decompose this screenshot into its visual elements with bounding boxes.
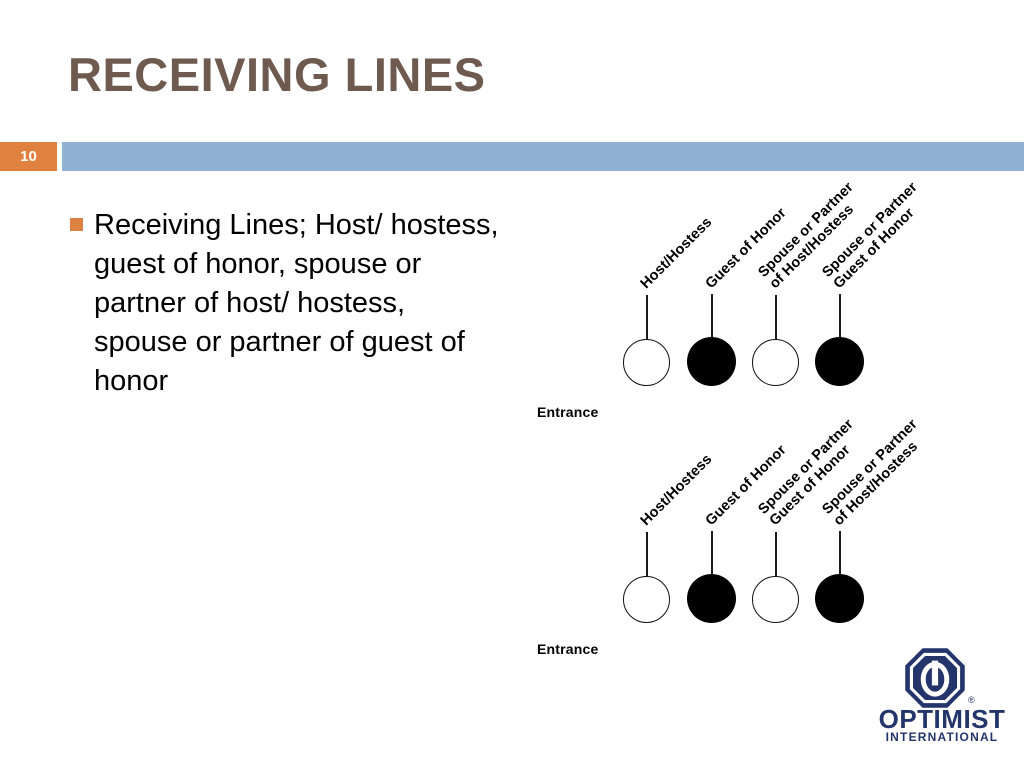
station-node-filled <box>686 574 736 623</box>
station-node-filled <box>814 337 864 386</box>
bullet-square-icon <box>70 218 83 231</box>
entrance-label: Entrance <box>537 404 599 420</box>
station-stem <box>839 294 841 339</box>
station-node-filled <box>686 337 736 386</box>
registered-trademark-icon: ® <box>968 695 975 705</box>
station-node-open <box>622 339 670 386</box>
logo-subtitle: INTERNATIONAL <box>885 730 999 744</box>
station-stem <box>646 532 648 600</box>
station-node-filled <box>814 574 864 623</box>
header-accent-bar <box>62 142 1024 171</box>
optimist-international-logo: ® OPTIMIST INTERNATIONAL <box>876 647 1008 744</box>
bullet-item-text: Receiving Lines; Host/ hostess, guest of… <box>94 209 499 397</box>
station-stem <box>646 295 648 363</box>
logo-wordmark: OPTIMIST <box>878 704 1006 734</box>
station-stem <box>775 532 777 600</box>
entrance-label: Entrance <box>537 641 599 657</box>
body-bullet-list: Receiving Lines; Host/ hostess, guest of… <box>66 206 506 401</box>
station-node-open <box>751 339 799 386</box>
station-stem <box>711 531 713 576</box>
page-title: RECEIVING LINES <box>68 48 486 101</box>
station-stem <box>711 294 713 339</box>
station-stem <box>839 531 841 576</box>
station-node-open <box>751 576 799 623</box>
optimist-octagon-icon <box>905 648 965 708</box>
slide-number-badge: 10 <box>0 142 57 171</box>
station-node-open <box>622 576 670 623</box>
receiving-line-diagram-bottom: Host/Hostess Guest of Honor Spouse or Pa… <box>520 416 990 665</box>
station-stem <box>775 295 777 363</box>
receiving-line-diagram-top: Host/Hostess Guest of Honor Spouse or Pa… <box>520 179 990 428</box>
